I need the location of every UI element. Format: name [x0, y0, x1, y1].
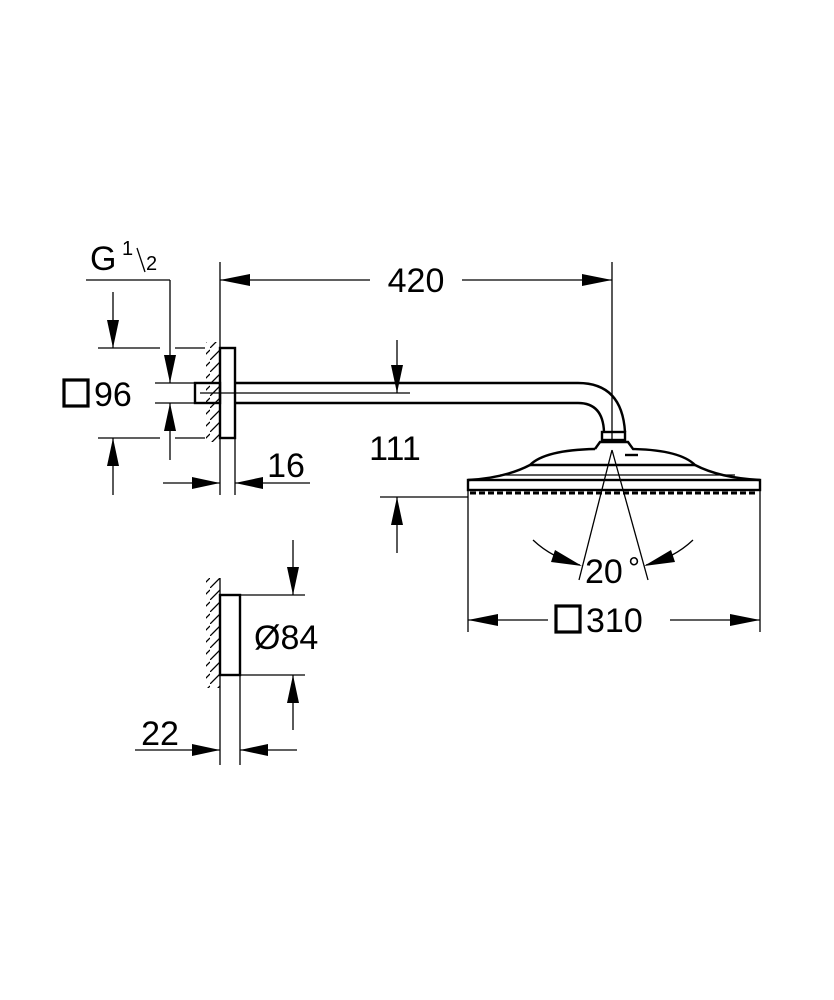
dim-111: 111: [369, 340, 468, 553]
angle-label: 20: [585, 553, 623, 591]
shower-head: [466, 430, 762, 495]
wall-flange: [193, 262, 237, 495]
dim-310: 310: [467, 490, 761, 640]
degree-symbol: °: [628, 552, 640, 585]
dim-84-label: Ø84: [254, 619, 318, 657]
shower-arm: [200, 381, 627, 433]
dim-16: 16: [163, 447, 310, 489]
dim-96-label: 96: [94, 376, 132, 414]
thread-num: 1: [122, 238, 133, 260]
dim-thread: G 1 2: [86, 238, 195, 460]
rosette-view: Ø84 22: [135, 540, 318, 765]
thread-den: 2: [146, 253, 157, 275]
dim-16-label: 16: [267, 447, 305, 485]
dim-420-label: 420: [388, 262, 445, 300]
dim-96: 96: [62, 292, 205, 495]
thread-letter: G: [90, 240, 116, 278]
dim-111-label: 111: [369, 430, 421, 468]
dim-310-label: 310: [586, 602, 643, 640]
dim-22-label: 22: [141, 715, 179, 753]
dim-420: 420: [220, 262, 613, 440]
dim-angle: 20 °: [532, 449, 694, 591]
